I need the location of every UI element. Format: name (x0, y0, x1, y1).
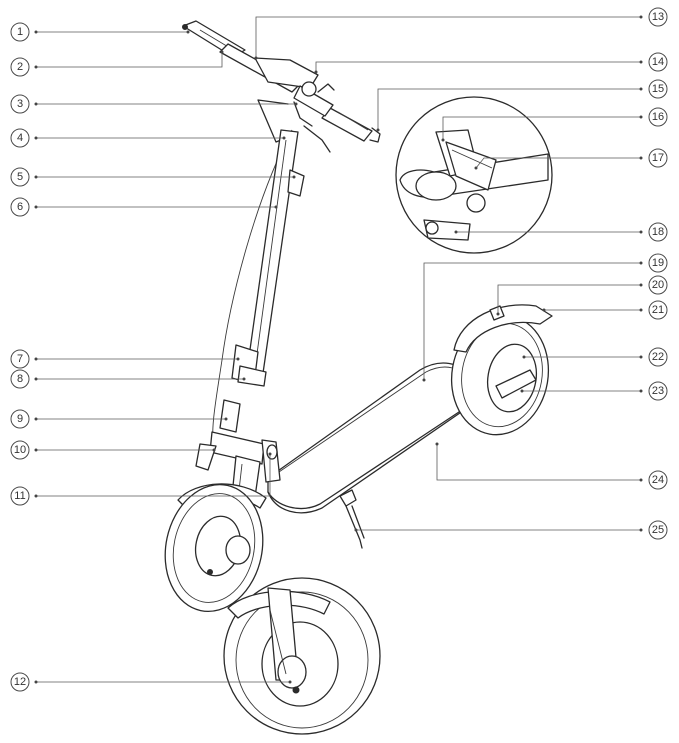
callout-7-label: 7 (17, 353, 23, 365)
callout-25: 25 (648, 520, 668, 540)
callout-11-label: 11 (14, 490, 25, 502)
callout-4: 4 (10, 128, 30, 148)
callout-12-label: 12 (14, 676, 26, 688)
rear-wheel (450, 304, 553, 436)
brake-cable (212, 129, 293, 451)
callout-19-label: 19 (652, 257, 664, 269)
detail-inset-front-wheel (223, 577, 381, 735)
callout-18: 18 (648, 222, 668, 242)
callout-18-label: 18 (652, 226, 664, 238)
callout-5-label: 5 (17, 171, 23, 183)
callout-19: 19 (648, 253, 668, 273)
leader-17 (475, 157, 641, 169)
callout-17-label: 17 (652, 152, 664, 164)
callout-22-label: 22 (652, 351, 664, 363)
callout-21: 21 (648, 300, 668, 320)
leader-14 (315, 61, 641, 72)
callout-22: 22 (648, 347, 668, 367)
leader-16 (442, 116, 641, 140)
callout-2: 2 (10, 57, 30, 77)
callout-3-label: 3 (17, 98, 23, 110)
leader-20 (497, 284, 641, 314)
callout-16-label: 16 (652, 111, 664, 123)
deck (261, 362, 479, 514)
callout-23-label: 23 (652, 385, 664, 397)
leader-19 (423, 262, 641, 380)
callout-24-label: 24 (652, 474, 664, 486)
leader-2 (36, 52, 223, 68)
callout-16: 16 (648, 107, 668, 127)
callout-1: 1 (10, 22, 30, 42)
callout-12: 12 (10, 672, 30, 692)
front-wheel (164, 483, 264, 613)
callout-20: 20 (648, 275, 668, 295)
callout-badges: 1 2 3 4 5 6 7 8 9 10 11 12 13 14 15 16 1… (10, 7, 668, 692)
callout-3: 3 (10, 94, 30, 114)
leader-24 (436, 444, 641, 481)
callout-21-label: 21 (652, 304, 664, 316)
callout-14-label: 14 (652, 56, 664, 68)
handlebar (182, 20, 381, 153)
leader-11 (36, 454, 271, 497)
callout-11: 11 (10, 486, 30, 506)
callout-7: 7 (10, 349, 30, 369)
leader-13 (255, 16, 641, 58)
callout-6: 6 (10, 197, 30, 217)
callout-2-label: 2 (17, 61, 23, 73)
callout-14: 14 (648, 52, 668, 72)
stem (219, 129, 305, 433)
callout-15-label: 15 (652, 83, 664, 95)
callout-20-label: 20 (652, 279, 664, 291)
callout-9: 9 (10, 409, 30, 429)
kickstand (339, 489, 365, 549)
callout-10: 10 (10, 440, 30, 460)
callout-24: 24 (648, 470, 668, 490)
callout-25-label: 25 (652, 524, 664, 536)
callout-8-label: 8 (17, 373, 23, 385)
callout-13: 13 (648, 7, 668, 27)
leader-lines (34, 15, 643, 684)
leader-15 (377, 88, 641, 130)
callout-1-label: 1 (17, 26, 23, 38)
scooter-illustration (164, 20, 553, 735)
callout-10-label: 10 (14, 444, 26, 456)
callout-4-label: 4 (17, 132, 23, 144)
callout-23: 23 (648, 381, 668, 401)
callout-9-label: 9 (17, 413, 23, 425)
callout-17: 17 (648, 148, 668, 168)
callout-6-label: 6 (17, 201, 23, 213)
callout-15: 15 (648, 79, 668, 99)
callout-5: 5 (10, 167, 30, 187)
detail-inset-brake (395, 96, 553, 254)
callout-13-label: 13 (652, 11, 664, 23)
callout-8: 8 (10, 369, 30, 389)
